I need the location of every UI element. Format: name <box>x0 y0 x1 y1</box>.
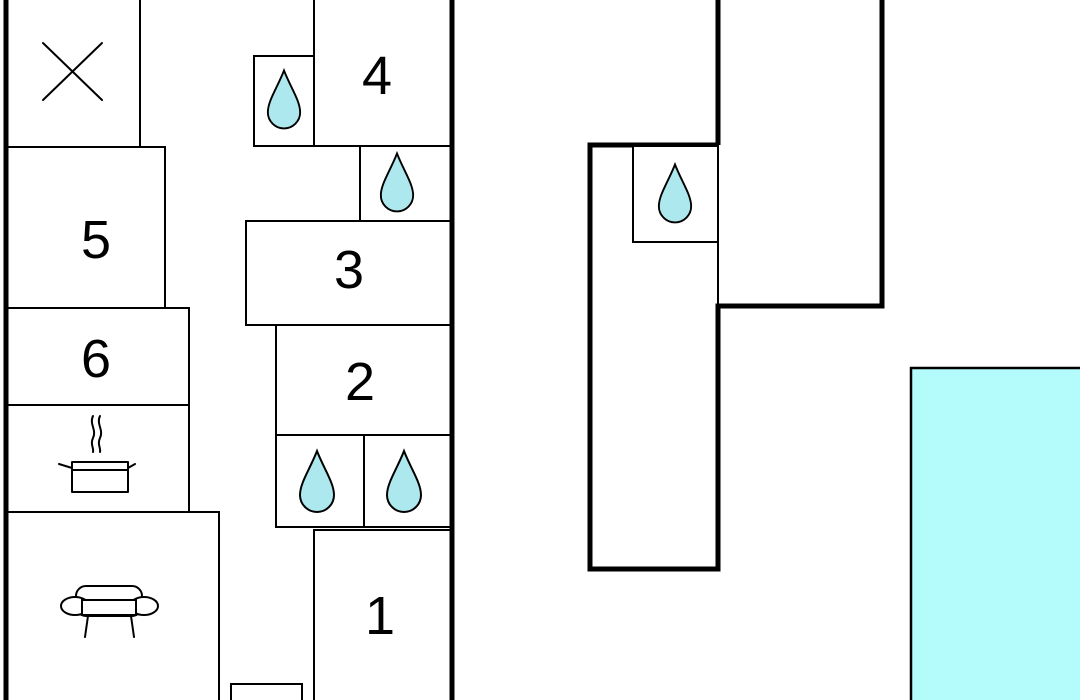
cooking-pot-icon <box>58 415 136 493</box>
entrance-step <box>230 683 303 700</box>
cross-icon <box>42 42 103 101</box>
annex-outline <box>587 0 885 572</box>
room-6 <box>5 307 190 406</box>
sofa-icon <box>60 585 159 638</box>
room-3 <box>245 220 453 326</box>
closed-room <box>5 0 141 148</box>
kitchen <box>5 404 190 513</box>
room-5-label: 5 <box>81 210 111 270</box>
room-2-label: 2 <box>345 352 375 412</box>
main-house: 5 6 4 3 2 <box>3 0 455 700</box>
room-1 <box>313 529 453 700</box>
room-6-label: 6 <box>81 329 111 389</box>
swimming-pool <box>909 366 1080 700</box>
room-3-label: 3 <box>334 240 364 300</box>
room-4-label: 4 <box>362 46 392 106</box>
annex-building <box>587 0 885 572</box>
room-1-label: 1 <box>365 586 395 646</box>
